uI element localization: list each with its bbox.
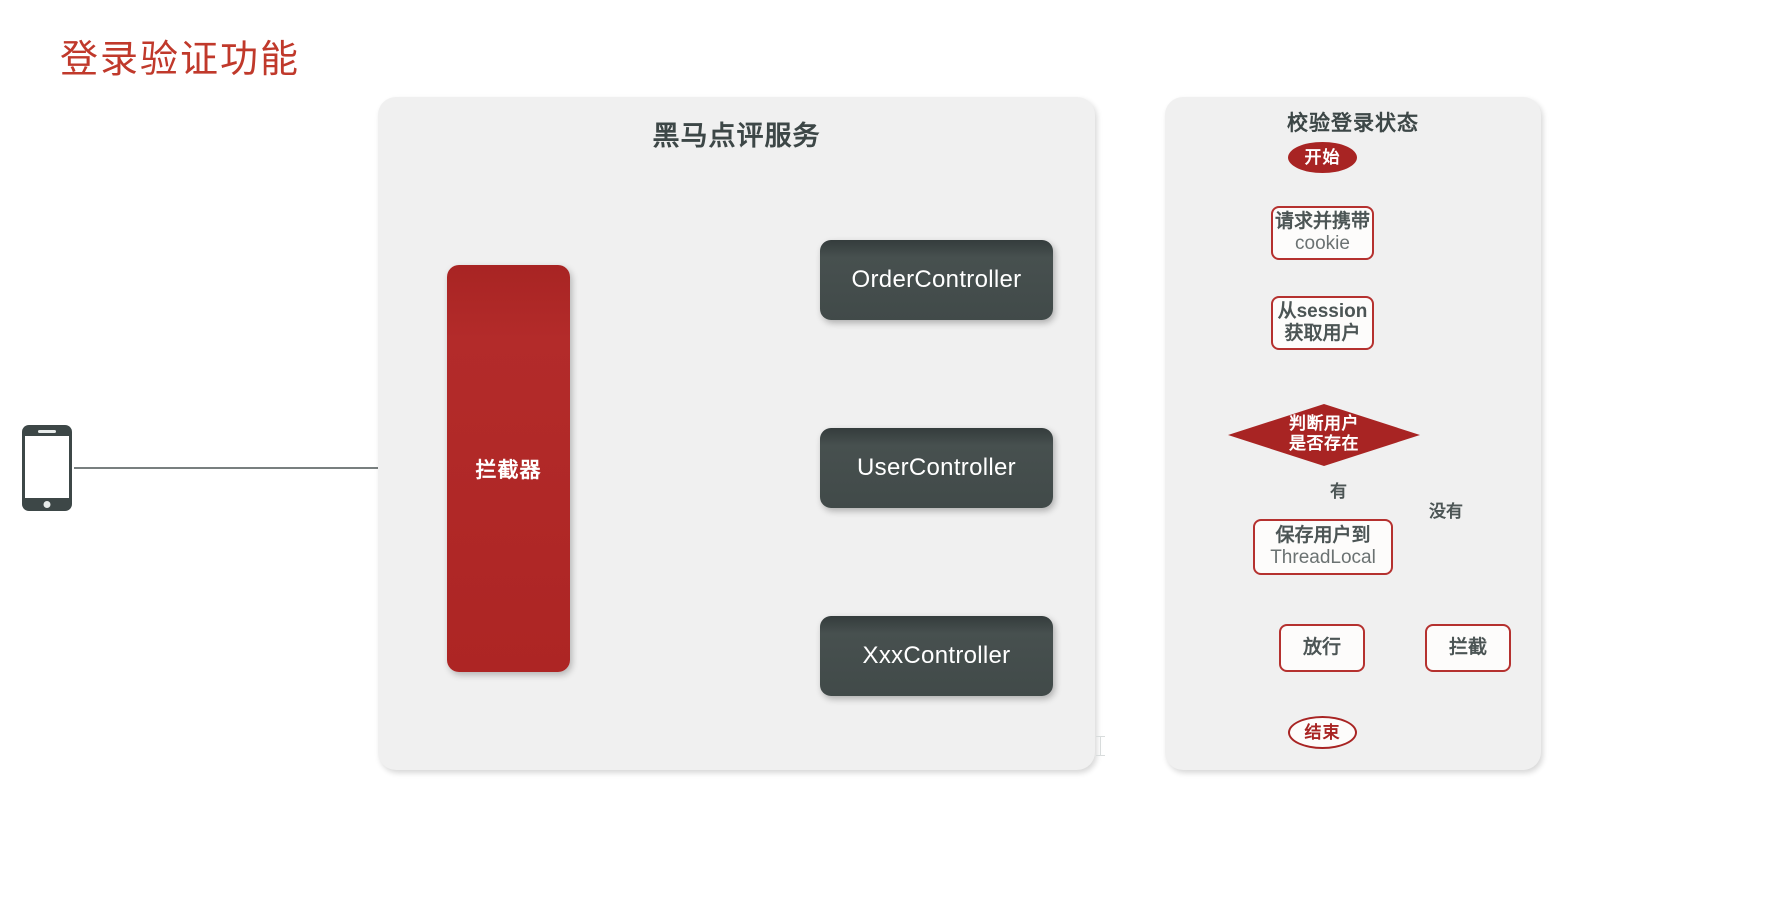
smartphone-icon (22, 425, 72, 511)
xxx-controller-label: XxxController (862, 642, 1011, 669)
page-title: 登录验证功能 (60, 39, 301, 81)
flow-node-start[interactable]: 开始 (1288, 142, 1357, 173)
phone-screen (25, 436, 69, 498)
flow-node-decision-user-exists[interactable]: 判断用户 是否存在 (1228, 404, 1420, 466)
flow-node-end-label: 结束 (1304, 722, 1341, 742)
user-controller-box[interactable]: UserController (820, 428, 1053, 508)
interceptor-label: 拦截器 (475, 458, 542, 482)
flow-node-session-line1: 从session (1277, 301, 1368, 323)
phone-speaker-icon (38, 430, 56, 433)
order-controller-box[interactable]: OrderController (820, 240, 1053, 320)
flow-node-pass[interactable]: 放行 (1279, 624, 1365, 672)
flow-node-request-line1: 请求并携带 (1274, 211, 1370, 233)
flow-node-request-cookie[interactable]: 请求并携带 cookie (1271, 206, 1374, 260)
text-ibeam-cursor (1096, 735, 1105, 757)
flow-node-save-to-threadlocal[interactable]: 保存用户到 ThreadLocal (1253, 519, 1393, 575)
flow-node-pass-label: 放行 (1302, 637, 1341, 659)
flow-panel-title: 校验登录状态 (1287, 112, 1419, 135)
flow-node-save-line1: 保存用户到 (1275, 525, 1371, 547)
flow-node-request-line2: cookie (1295, 233, 1350, 254)
diamond-shape-icon (1228, 404, 1420, 466)
interceptor-block[interactable]: 拦截器 (447, 265, 570, 672)
edge-label-yes: 有 (1330, 482, 1347, 501)
phone-home-button-icon (43, 501, 51, 508)
service-panel-title: 黑马点评服务 (652, 121, 821, 151)
flow-node-block[interactable]: 拦截 (1425, 624, 1511, 672)
xxx-controller-box[interactable]: XxxController (820, 616, 1053, 696)
edge-label-no: 没有 (1429, 502, 1463, 521)
flow-node-get-user-from-session[interactable]: 从session 获取用户 (1271, 296, 1374, 350)
flow-node-end[interactable]: 结束 (1288, 716, 1357, 749)
flow-node-start-label: 开始 (1304, 147, 1341, 167)
user-controller-label: UserController (857, 454, 1016, 481)
order-controller-label: OrderController (851, 266, 1022, 293)
flow-node-save-line2: ThreadLocal (1270, 547, 1376, 568)
flow-node-session-line2: 获取用户 (1284, 323, 1361, 344)
flow-node-block-label: 拦截 (1448, 637, 1487, 659)
